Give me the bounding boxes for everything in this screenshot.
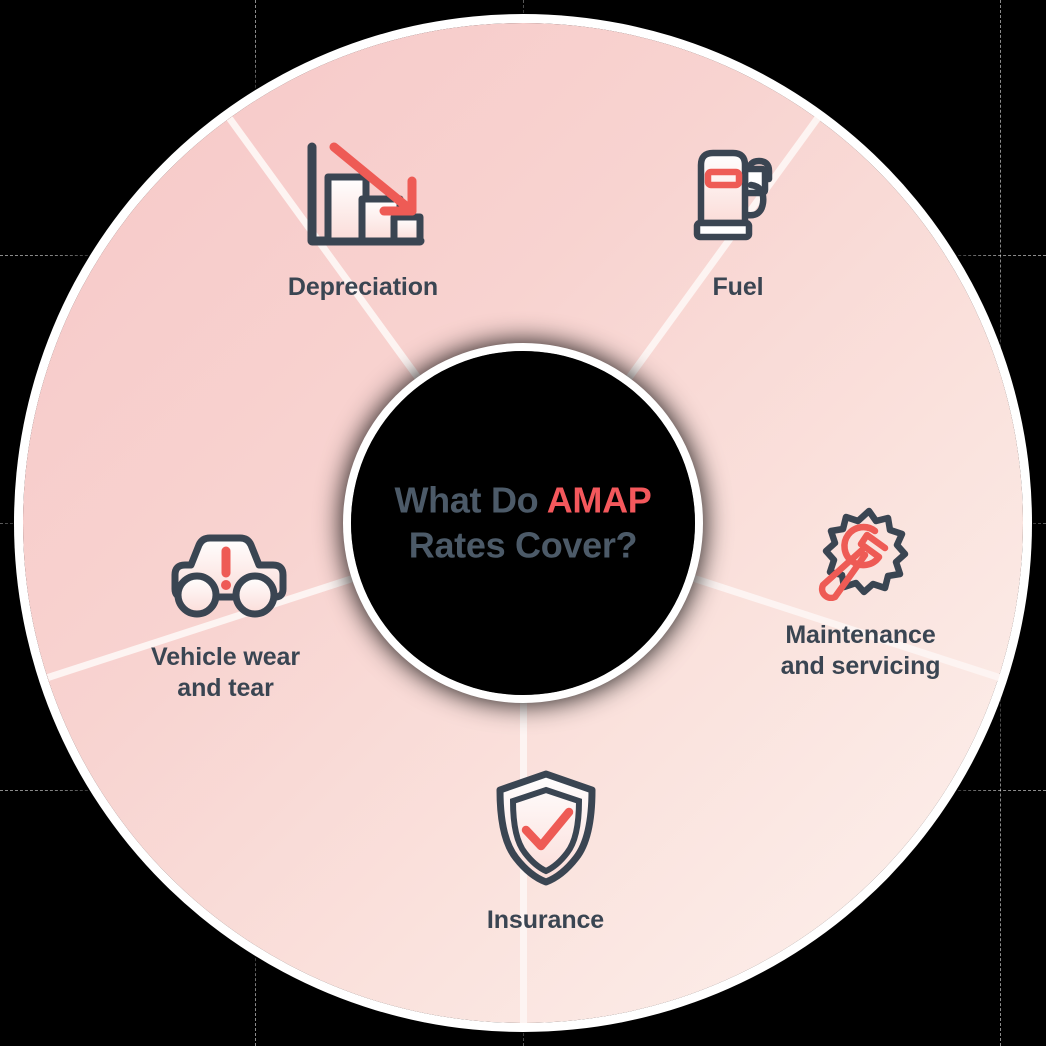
center-title-line-1-plain: What Do — [394, 479, 547, 521]
segment-item-fuel[interactable]: Fuel — [623, 141, 853, 303]
center-title-line-1: What Do AMAP — [358, 478, 688, 523]
center-title-line-2: Rates Cover? — [408, 525, 638, 566]
segment-label-maintenance: Maintenance and servicing — [780, 621, 941, 680]
car-alert-icon — [103, 533, 348, 628]
donut-infographic: What Do AMAP Rates Cover? Depreciation — [23, 23, 1023, 1023]
segment-label-insurance: Insurance — [486, 906, 605, 934]
gear-wrench-icon — [743, 493, 978, 606]
segment-label-vehicle-wear: Vehicle wear and tear — [151, 643, 300, 702]
segment-item-insurance[interactable]: Insurance — [408, 768, 683, 936]
segment-item-vehicle-wear[interactable]: Vehicle wear and tear — [103, 533, 348, 703]
segment-item-depreciation[interactable]: Depreciation — [228, 141, 498, 303]
center-title-accent: AMAP — [546, 479, 652, 521]
segment-label-fuel: Fuel — [712, 273, 764, 301]
fuel-pump-icon — [623, 141, 853, 258]
center-title: What Do AMAP Rates Cover? — [358, 478, 688, 569]
shield-check-icon — [408, 768, 683, 891]
declining-bar-chart-icon — [228, 141, 498, 258]
segment-label-depreciation: Depreciation — [287, 273, 439, 301]
segment-item-maintenance[interactable]: Maintenance and servicing — [743, 493, 978, 681]
